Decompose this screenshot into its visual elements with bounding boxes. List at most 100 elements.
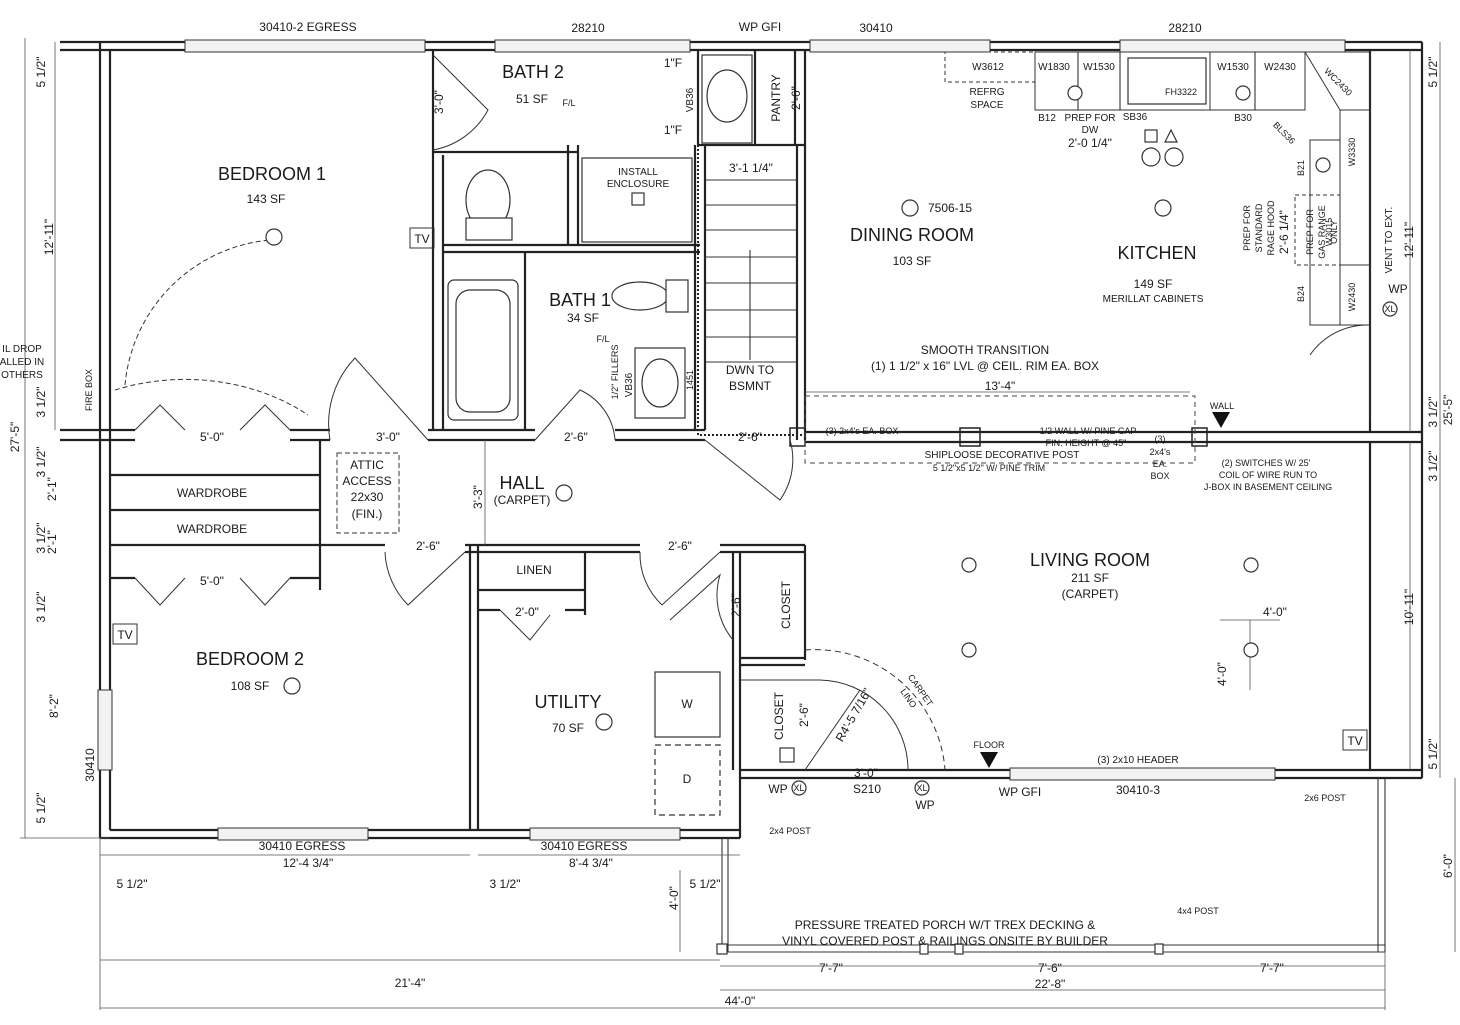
door-swings xyxy=(114,54,1371,771)
cab-w3330: W3330 xyxy=(1347,138,1357,167)
cab-b30: B30 xyxy=(1234,113,1252,124)
dim-7-7-a: 7'-7" xyxy=(819,961,843,975)
dim-5-1-2-a: 5 1/2" xyxy=(34,57,48,88)
living-note: (CARPET) xyxy=(1062,587,1119,601)
dining-light: 7506-15 xyxy=(928,201,972,215)
box-right-1: (3) xyxy=(1155,434,1166,444)
tv-1: TV xyxy=(414,232,429,246)
wp-2: WP xyxy=(915,798,934,812)
dim-8-2: 8'-2" xyxy=(47,694,61,718)
wall-cap-1: 1/2 WALL W/ PINE CAP xyxy=(1040,426,1137,436)
interior-walls xyxy=(60,50,1422,830)
dim-7-7-b: 7'-7" xyxy=(1260,961,1284,975)
fl-2: F/L xyxy=(596,334,609,344)
vb36-2: VB36 xyxy=(624,372,635,397)
top-windows xyxy=(97,39,1346,841)
cab-wc2430: WC2430 xyxy=(1322,66,1354,98)
range-1: PREP FOR xyxy=(1305,209,1315,255)
wardrobe-1: WARDROBE xyxy=(177,486,247,500)
sf-hall: (CARPET) xyxy=(494,493,551,507)
cab-w1830: W1830 xyxy=(1038,62,1070,73)
porch-1: PRESSURE TREATED PORCH W/T TREX DECKING … xyxy=(795,918,1096,932)
dim-5-0-b: 5'-0" xyxy=(200,574,224,588)
dim-12-11-left: 12'-11" xyxy=(42,219,56,255)
room-utility: UTILITY xyxy=(534,692,601,712)
cab-w2430b: W2430 xyxy=(1347,283,1357,312)
room-bedroom2: BEDROOM 2 xyxy=(196,649,304,669)
linen-label: LINEN xyxy=(516,563,551,577)
dim-4-0-a: 4'-0" xyxy=(1263,605,1287,619)
attic-2: ACCESS xyxy=(342,474,391,488)
install-1: INSTALL xyxy=(618,167,658,178)
post-1: SHIPLOOSE DECORATIVE POST xyxy=(925,450,1080,461)
dim-3-1-2-g: 3 1/2" xyxy=(490,877,521,891)
wall-cap-2: FIN. HEIGHT @ 45" xyxy=(1046,438,1127,448)
vb-small: 1451 xyxy=(685,370,695,390)
pantry-label: PANTRY xyxy=(769,74,783,122)
dwn-1: DWN TO xyxy=(726,363,774,377)
dim-2-6-f: 2'-6" xyxy=(797,703,811,727)
wall: WALL xyxy=(1210,401,1234,411)
s210: S210 xyxy=(853,782,881,796)
dim-3-3: 3'-3" xyxy=(471,485,485,509)
dim-6-0: 6'-0" xyxy=(1441,854,1455,878)
dim-12-4: 12'-4 3/4" xyxy=(283,856,334,870)
dim-21-4: 21'-4" xyxy=(395,976,426,990)
switch-2: COIL OF WIRE RUN TO xyxy=(1219,470,1317,480)
win-top-4: 30410 xyxy=(859,21,893,35)
sf-living: 211 SF xyxy=(1071,571,1109,585)
sf-bedroom2: 108 SF xyxy=(231,679,270,693)
dim-13-4: 13'-4" xyxy=(985,379,1016,393)
tv-2: TV xyxy=(117,628,132,642)
cab-w1530a: W1530 xyxy=(1083,62,1115,73)
vb36-1: VB36 xyxy=(685,87,696,112)
fire-box: FIRE BOX xyxy=(84,369,94,411)
hood-dim: 2'-6 1/4" xyxy=(1277,210,1291,254)
egress-1: 30410 EGRESS xyxy=(259,839,346,853)
washer: W xyxy=(681,697,693,711)
dim-27-5: 27'-5" xyxy=(8,422,22,453)
win-top-2: 28210 xyxy=(571,21,605,35)
xl-1: XL xyxy=(793,783,804,793)
bath-fixtures xyxy=(447,54,795,816)
range-2: GAS RANGE xyxy=(1317,205,1327,259)
gfi-drop-1: IL DROP xyxy=(2,344,42,355)
cab-dw: DW xyxy=(1082,125,1099,136)
room-hall: HALL xyxy=(499,473,544,493)
dim-8-4: 8'-4 3/4" xyxy=(569,856,613,870)
half-wall xyxy=(789,395,1230,768)
room-dining: DINING ROOM xyxy=(850,225,974,245)
closet-2: CLOSET xyxy=(772,691,786,740)
radius: R4'-5 7/16" xyxy=(833,686,875,744)
cab-bls36: BLS36 xyxy=(1271,120,1297,146)
box-right-4: BOX xyxy=(1150,471,1169,481)
gfi-drop-2: ALLED IN xyxy=(0,357,44,368)
dim-2-6-a: 2'-6" xyxy=(564,430,588,444)
kitchen-note: MERILLAT CABINETS xyxy=(1103,294,1204,305)
stairs-dim: 3'-1 1/4" xyxy=(729,161,773,175)
kitchen-xl: XL xyxy=(1384,304,1395,314)
pantry-dim: 2'-6" xyxy=(789,86,803,110)
dim-5-0-a: 5'-0" xyxy=(200,430,224,444)
xl-2: XL xyxy=(916,783,927,793)
wardrobe-2: WARDROBE xyxy=(177,522,247,536)
dim-12-11-right: 12'-11" xyxy=(1402,222,1416,258)
dwn-2: BSMNT xyxy=(729,379,772,393)
kitchen-wp: WP xyxy=(1388,282,1407,296)
cab-b12: B12 xyxy=(1038,113,1056,124)
switch-3: J-BOX IN BASEMENT CEILING xyxy=(1204,482,1332,492)
post-2x4: 2x4 POST xyxy=(769,826,811,836)
room-kitchen: KITCHEN xyxy=(1117,243,1196,263)
cab-w3015: W3015 xyxy=(1324,218,1334,247)
dim-3-0-b: 3'-0" xyxy=(854,766,878,780)
dim-3-0-a: 3'-0" xyxy=(376,430,400,444)
dim-5-1-2-d: 5 1/2" xyxy=(1426,739,1440,770)
dim-2-6-b: 2'-6" xyxy=(738,430,762,444)
win-top-3: WP GFI xyxy=(739,20,781,34)
room-living: LIVING ROOM xyxy=(1030,550,1150,570)
dim-2-6-e: 2'-6" xyxy=(729,593,743,617)
fl-1: F/L xyxy=(562,98,575,108)
dim-2-6-d: 2'-6" xyxy=(668,539,692,553)
room-bath1: BATH 1 xyxy=(549,290,611,310)
